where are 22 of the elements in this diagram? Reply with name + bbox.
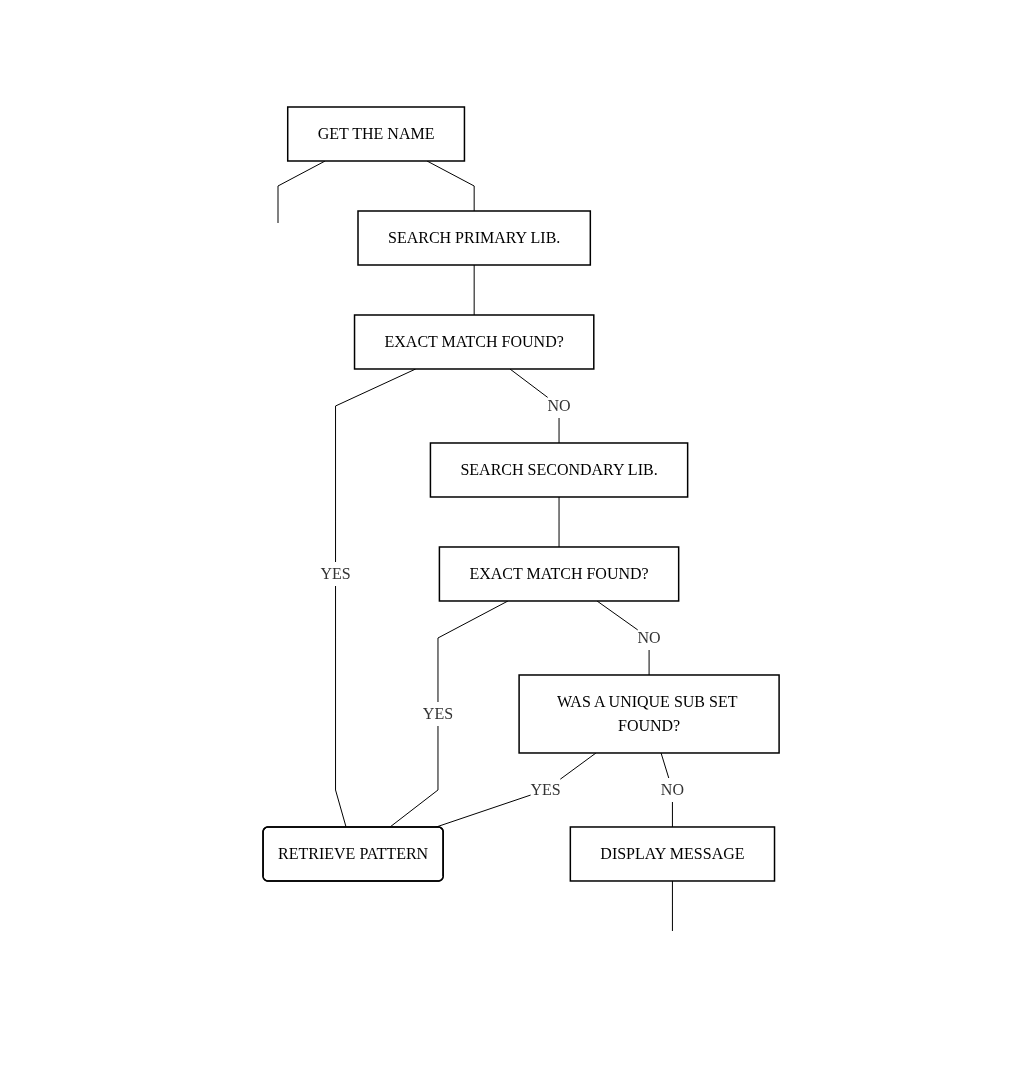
node-box: EXACT MATCH FOUND?: [438, 545, 680, 602]
edge-label: YES: [320, 564, 351, 582]
connector: [473, 264, 475, 315]
connector: [509, 368, 560, 443]
connector: [558, 496, 560, 547]
edge-label: NO: [660, 780, 684, 798]
edge-label: YES: [530, 780, 561, 798]
connector: [660, 752, 673, 827]
connector: [426, 160, 475, 211]
edge-label: NO: [547, 396, 571, 414]
node-box: GET THE NAME: [286, 105, 466, 162]
node-box: SEARCH PRIMARY LIB.: [357, 209, 592, 266]
connector: [277, 160, 326, 223]
node-box: SEARCH SECONDARY LIB.: [429, 441, 689, 498]
node-box: EXACT MATCH FOUND?: [353, 313, 595, 370]
node-box: WAS A UNIQUE SUB SET FOUND?: [518, 673, 780, 754]
connector: [671, 880, 673, 931]
edge-label: NO: [637, 628, 661, 646]
node-box: DISPLAY MESSAGE: [569, 825, 776, 882]
connector: [335, 368, 417, 828]
connector: [596, 600, 650, 675]
edge-label: YES: [422, 704, 454, 722]
